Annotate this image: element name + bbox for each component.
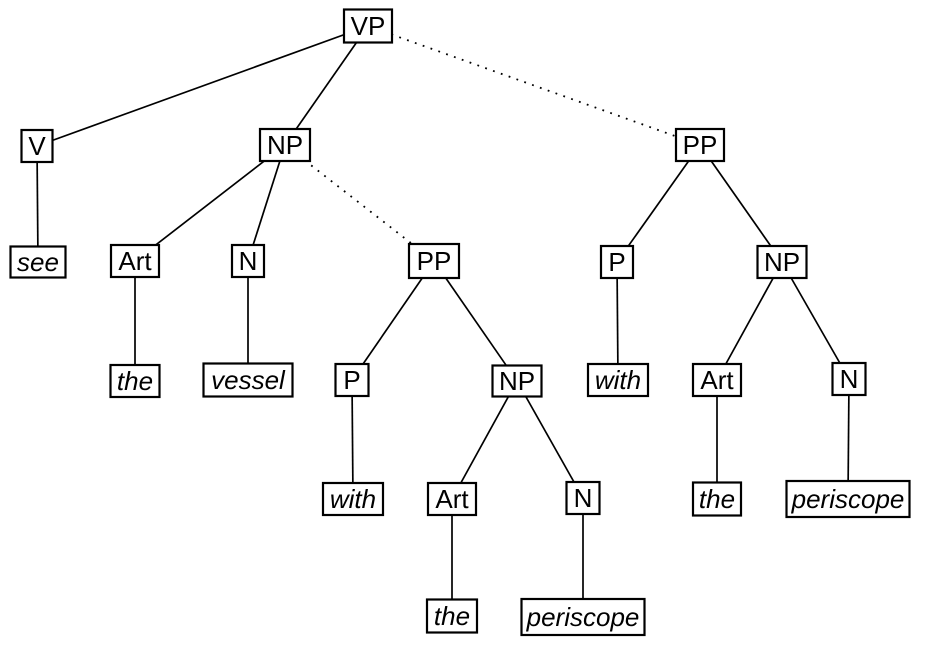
edge-v-see <box>36 145 39 263</box>
tree-node-with2: with <box>586 362 650 398</box>
tree-node-label-see: see <box>17 247 59 277</box>
tree-node-vessel: vessel <box>202 362 294 398</box>
tree-node-label-vp: VP <box>351 11 386 41</box>
tree-node-p2: P <box>599 244 635 280</box>
tree-node-box-p2 <box>599 244 635 280</box>
tree-node-the3: the <box>691 481 743 517</box>
tree-node-v: V <box>20 128 54 164</box>
tree-node-np2: NP <box>491 364 543 398</box>
tree-node-n1: N <box>230 243 266 279</box>
tree-node-n3: N <box>831 361 867 397</box>
edge-pp1-p1 <box>351 260 435 381</box>
tree-node-label-np1: NP <box>267 130 303 160</box>
edge-vp-np1 <box>284 25 369 146</box>
tree-node-label-p2: P <box>608 247 625 277</box>
tree-node-pp1: PP <box>407 242 461 280</box>
tree-node-label-art3: Art <box>700 365 734 395</box>
tree-node-label-periscope2: periscope <box>791 484 905 514</box>
edges-layer <box>36 25 850 617</box>
tree-node-art1: Art <box>109 243 161 279</box>
edge-np2-art2 <box>451 380 518 500</box>
edge-np2-n2 <box>516 380 584 499</box>
tree-node-box-the2 <box>425 598 479 634</box>
tree-node-np3: NP <box>756 244 808 280</box>
tree-node-box-art3 <box>691 362 743 398</box>
edge-pp2-np3 <box>699 144 783 263</box>
edge-vp-pp2-dotted <box>367 25 701 146</box>
tree-node-box-with1 <box>321 481 385 517</box>
tree-node-label-n2: N <box>574 483 593 513</box>
tree-node-label-the1: the <box>117 366 153 396</box>
tree-node-label-the3: the <box>699 484 735 514</box>
tree-node-art3: Art <box>691 362 743 398</box>
edge-p1-with1 <box>351 379 354 500</box>
tree-node-box-np2 <box>491 364 543 398</box>
tree-node-p1: P <box>334 362 370 398</box>
tree-node-box-vp <box>342 8 394 44</box>
tree-node-box-pp1 <box>407 242 461 280</box>
edge-np1-n1 <box>247 144 286 262</box>
edge-p2-with2 <box>616 261 619 381</box>
tree-node-box-np1 <box>258 127 312 163</box>
tree-node-label-with2: with <box>595 365 641 395</box>
tree-node-box-the3 <box>691 481 743 517</box>
tree-node-label-np2: NP <box>499 366 535 396</box>
tree-node-box-periscope1 <box>520 597 646 637</box>
tree-node-the2: the <box>425 598 479 634</box>
edge-vp-v <box>36 25 369 147</box>
tree-node-label-the2: the <box>434 601 470 631</box>
tree-node-periscope1: periscope <box>520 597 646 637</box>
tree-node-label-art2: Art <box>435 484 469 514</box>
tree-node-label-n1: N <box>239 246 258 276</box>
tree-node-vp: VP <box>342 8 394 44</box>
tree-node-label-np3: NP <box>764 247 800 277</box>
tree-node-n2: N <box>565 480 601 516</box>
tree-node-pp2: PP <box>674 127 726 163</box>
tree-node-np1: NP <box>258 127 312 163</box>
tree-node-box-p1 <box>334 362 370 398</box>
edge-pp2-p2 <box>616 144 701 263</box>
tree-node-art2: Art <box>426 481 478 517</box>
edge-np3-art3 <box>716 261 783 381</box>
tree-node-box-see <box>9 245 67 279</box>
edge-pp1-np2 <box>433 260 518 382</box>
tree-node-with1: with <box>321 481 385 517</box>
tree-node-box-the1 <box>109 363 161 399</box>
tree-node-label-art1: Art <box>118 246 152 276</box>
tree-node-label-v: V <box>28 131 46 161</box>
tree-node-label-with1: with <box>330 484 376 514</box>
tree-node-label-vessel: vessel <box>211 365 286 395</box>
tree-node-box-with2 <box>586 362 650 398</box>
tree-node-label-pp2: PP <box>683 130 718 160</box>
tree-node-box-n1 <box>230 243 266 279</box>
tree-node-label-pp1: PP <box>417 246 452 276</box>
tree-node-the1: the <box>109 363 161 399</box>
tree-node-box-pp2 <box>674 127 726 163</box>
tree-node-see: see <box>9 245 67 279</box>
tree-node-periscope2: periscope <box>785 479 911 519</box>
edge-n3-periscope2 <box>847 378 850 500</box>
edge-np1-art1 <box>134 144 286 262</box>
edge-np3-n3 <box>781 261 850 380</box>
tree-node-box-vessel <box>202 362 294 398</box>
tree-node-box-n2 <box>565 480 601 516</box>
tree-node-box-np3 <box>756 244 808 280</box>
tree-node-box-art2 <box>426 481 478 517</box>
tree-node-box-v <box>20 128 54 164</box>
tree-node-label-n3: N <box>840 364 859 394</box>
tree-node-box-periscope2 <box>785 479 911 519</box>
tree-node-box-art1 <box>109 243 161 279</box>
tree-node-label-periscope1: periscope <box>526 602 640 632</box>
tree-node-box-n3 <box>831 361 867 397</box>
tree-node-label-p1: P <box>343 365 360 395</box>
